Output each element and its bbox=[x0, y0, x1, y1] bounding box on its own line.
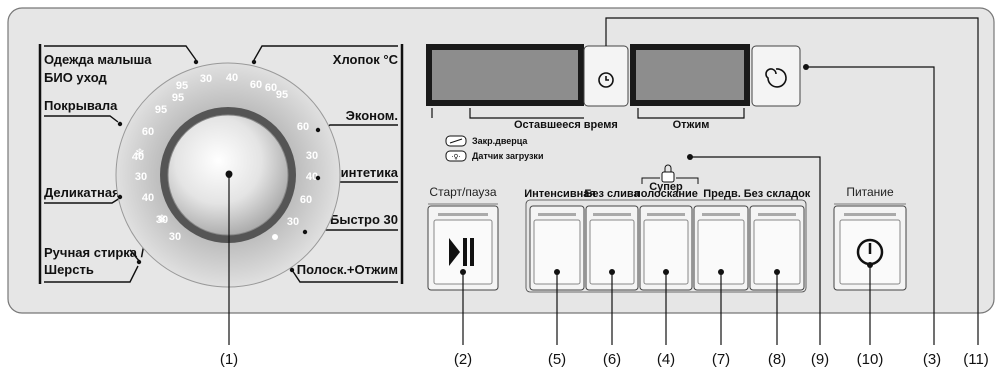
dial-white-dot bbox=[272, 234, 278, 240]
spin-speed-button[interactable] bbox=[751, 45, 801, 107]
callout-leaders bbox=[226, 17, 979, 345]
program-delicate[interactable]: Деликатная bbox=[44, 185, 120, 200]
svg-text:30: 30 bbox=[156, 214, 168, 226]
program-rinse-spin[interactable]: Полоск.+Отжим bbox=[297, 262, 398, 277]
svg-text:95: 95 bbox=[276, 89, 288, 101]
play-pause-icon bbox=[449, 238, 474, 266]
program-wool[interactable]: Шерсть bbox=[44, 262, 94, 277]
dial-temperature-labels: 95 30 40 60 95 60 30 40 60 30 95 60 30 4… bbox=[132, 72, 318, 243]
spin-speed-icon bbox=[765, 68, 787, 88]
super-rinse-label-2: полоскание bbox=[634, 188, 698, 200]
program-cotton[interactable]: Хлопок °C bbox=[333, 52, 399, 67]
no-drain-led bbox=[593, 213, 631, 216]
prewash-led bbox=[702, 213, 740, 216]
program-bio-care[interactable]: БИО уход bbox=[44, 70, 107, 85]
program-economy[interactable]: Эконом. bbox=[346, 108, 398, 123]
svg-text:95: 95 bbox=[155, 104, 167, 116]
callout-8: (8) bbox=[768, 351, 786, 368]
program-synthetics[interactable]: Синтетика bbox=[331, 165, 399, 180]
no-crease-label: Без складок bbox=[744, 188, 811, 200]
svg-text:60: 60 bbox=[142, 126, 154, 138]
no-drain-label: Без слива bbox=[584, 188, 640, 200]
no-crease-led bbox=[758, 213, 796, 216]
intensive-label: Интенсивная bbox=[524, 188, 596, 200]
callout-4: (4) bbox=[657, 351, 675, 368]
option-buttons bbox=[529, 205, 805, 291]
display-bracket-right bbox=[637, 108, 745, 119]
clock-icon bbox=[598, 72, 614, 88]
svg-text:60: 60 bbox=[300, 194, 312, 206]
svg-text:40: 40 bbox=[226, 72, 238, 84]
dial-snowflake-icon: ❄ bbox=[157, 212, 167, 226]
svg-text:30: 30 bbox=[135, 171, 147, 183]
start-pause-label: Старт/пауза bbox=[429, 185, 496, 199]
intensive-led bbox=[538, 213, 576, 216]
svg-text:40: 40 bbox=[306, 171, 318, 183]
svg-text:95: 95 bbox=[172, 92, 184, 104]
spin-label: Отжим bbox=[673, 119, 710, 131]
callout-6: (6) bbox=[603, 351, 621, 368]
svg-text:95: 95 bbox=[176, 80, 188, 92]
svg-text:30: 30 bbox=[200, 73, 212, 85]
door-locked-label: Закр.дверца bbox=[472, 136, 528, 146]
program-quick30[interactable]: Быстро 30 bbox=[330, 212, 398, 227]
power-label: Питание bbox=[846, 185, 894, 199]
load-sensor-icon-glyph: ·♀· bbox=[451, 153, 461, 161]
callout-1: (1) bbox=[220, 351, 238, 368]
start-pause-led bbox=[438, 213, 488, 216]
svg-text:30: 30 bbox=[306, 150, 318, 162]
svg-text:30: 30 bbox=[169, 231, 181, 243]
super-rinse-led bbox=[647, 213, 685, 216]
load-sensor-icon bbox=[445, 150, 467, 162]
load-sensor-label: Датчик загрузки bbox=[472, 151, 543, 161]
remaining-time-label: Оставшееся время bbox=[514, 119, 618, 131]
program-handwash[interactable]: Ручная стирка / bbox=[44, 245, 145, 260]
svg-text:60: 60 bbox=[265, 82, 277, 94]
child-lock-bracket bbox=[641, 177, 699, 184]
child-lock-icon bbox=[661, 164, 675, 183]
power-led bbox=[844, 213, 896, 216]
svg-text:40: 40 bbox=[142, 192, 154, 204]
callout-10: (10) bbox=[857, 351, 884, 368]
callout-3: (3) bbox=[923, 351, 941, 368]
prewash-label: Предв. bbox=[703, 188, 741, 200]
program-baby-clothes[interactable]: Одежда малыша bbox=[44, 52, 152, 67]
svg-text:60: 60 bbox=[297, 121, 309, 133]
svg-text:40: 40 bbox=[132, 151, 144, 163]
dial-position-dots bbox=[117, 59, 321, 273]
remaining-time-display bbox=[432, 50, 578, 100]
callout-11: (11) bbox=[963, 351, 989, 368]
display-bracket-left bbox=[431, 108, 584, 119]
callout-labels: (1) (2) (5) (6) (4) (7) (8) (9) (10) (3)… bbox=[220, 351, 989, 368]
dial-snowflake-icon: ❄ bbox=[135, 146, 145, 160]
callout-2: (2) bbox=[454, 351, 472, 368]
spin-speed-display bbox=[636, 50, 744, 100]
callout-5: (5) bbox=[548, 351, 566, 368]
callout-7: (7) bbox=[712, 351, 730, 368]
program-bedspreads[interactable]: Покрывала bbox=[44, 98, 118, 113]
svg-text:30: 30 bbox=[287, 216, 299, 228]
svg-text:60: 60 bbox=[250, 79, 262, 91]
callout-9: (9) bbox=[811, 351, 829, 368]
super-rinse-label-1: Супер bbox=[649, 181, 683, 193]
